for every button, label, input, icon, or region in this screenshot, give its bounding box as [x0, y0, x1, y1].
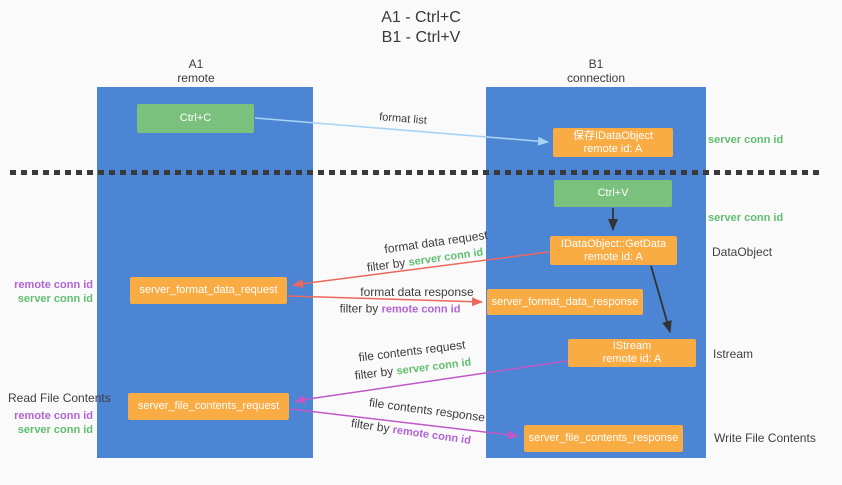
- lane-b1-name: B1: [588, 57, 604, 71]
- conn-id-pair-top: remote conn id server conn id: [0, 278, 93, 306]
- ctrl-c-label: Ctrl+C: [179, 112, 212, 124]
- istream-side-label: Istream: [713, 347, 754, 361]
- lane-a1-name: A1: [188, 57, 204, 71]
- remote-conn-id-text: remote conn id: [381, 303, 461, 316]
- node-ctrl-c: Ctrl+C: [137, 104, 254, 133]
- node-idataobject-getdata: IDataObject::GetData remote id: A: [550, 236, 677, 265]
- node-server-format-data-response: server_format_data_response: [487, 289, 643, 315]
- dotted-divider: [10, 170, 822, 175]
- diagram-title-line1: A1 - Ctrl+C: [381, 9, 461, 26]
- format-data-response-label: format data response: [360, 285, 474, 299]
- read-file-contents-label: Read File Contents: [8, 391, 111, 405]
- diagram-title-line2: B1 - Ctrl+V: [381, 29, 461, 46]
- file-contents-response-filter-label: filter by remote conn id: [350, 416, 472, 448]
- format-request-label: server_format_data_request: [139, 284, 278, 296]
- node-server-format-data-request: server_format_data_request: [130, 277, 287, 304]
- filter-by-text: filter by: [353, 363, 395, 383]
- node-server-file-contents-request: server_file_contents_request: [128, 393, 289, 420]
- server-conn-id-label: server conn id: [17, 293, 93, 305]
- lane-a1-role: remote: [177, 71, 215, 85]
- format-response-label: server_format_data_response: [491, 295, 639, 308]
- server-conn-id-label-top: server conn id: [708, 134, 784, 146]
- remote-conn-id-text: remote conn id: [391, 423, 472, 447]
- remote-conn-id-label: remote conn id: [14, 279, 93, 291]
- filter-by-text: filter by: [339, 301, 379, 316]
- dataobject-label: DataObject: [712, 245, 773, 259]
- file-response-label: server_file_contents_response: [528, 432, 679, 444]
- lane-header-a1: A1 remote: [97, 57, 295, 85]
- conn-id-pair-bottom: remote conn id server conn id: [0, 409, 93, 437]
- filter-by-text: filter by: [365, 255, 407, 275]
- diagram-title: A1 - Ctrl+C B1 - Ctrl+V: [0, 8, 842, 48]
- server-conn-id-text: server conn id: [395, 356, 472, 378]
- node-server-file-contents-response: server_file_contents_response: [524, 425, 683, 452]
- istream-line1: IStream: [612, 340, 652, 352]
- lane-header-b1: B1 connection: [486, 57, 706, 85]
- lane-b1-role: connection: [566, 71, 626, 85]
- getdata-line1: IDataObject::GetData: [560, 237, 667, 250]
- format-list-label: format list: [378, 111, 428, 127]
- node-istream: IStream remote id: A: [568, 339, 696, 367]
- node-ctrl-v: Ctrl+V: [554, 180, 672, 207]
- server-conn-id-label: server conn id: [17, 424, 93, 436]
- node-save-idataobject: 保存IDataObject remote id: A: [553, 128, 673, 157]
- save-idataobject-line1: 保存IDataObject: [572, 129, 654, 142]
- server-conn-id-label-mid: server conn id: [708, 212, 784, 224]
- file-request-label: server_file_contents_request: [137, 400, 280, 412]
- getdata-line2: remote id: A: [584, 250, 643, 263]
- write-file-contents-label: Write File Contents: [714, 431, 816, 445]
- remote-conn-id-label: remote conn id: [14, 410, 93, 422]
- filter-by-text: filter by: [350, 416, 391, 436]
- format-data-response-filter-label: filter by remote conn id: [340, 302, 461, 317]
- istream-line2: remote id: A: [602, 353, 662, 365]
- save-idataobject-line2: remote id: A: [583, 142, 643, 155]
- ctrl-v-label: Ctrl+V: [597, 187, 629, 199]
